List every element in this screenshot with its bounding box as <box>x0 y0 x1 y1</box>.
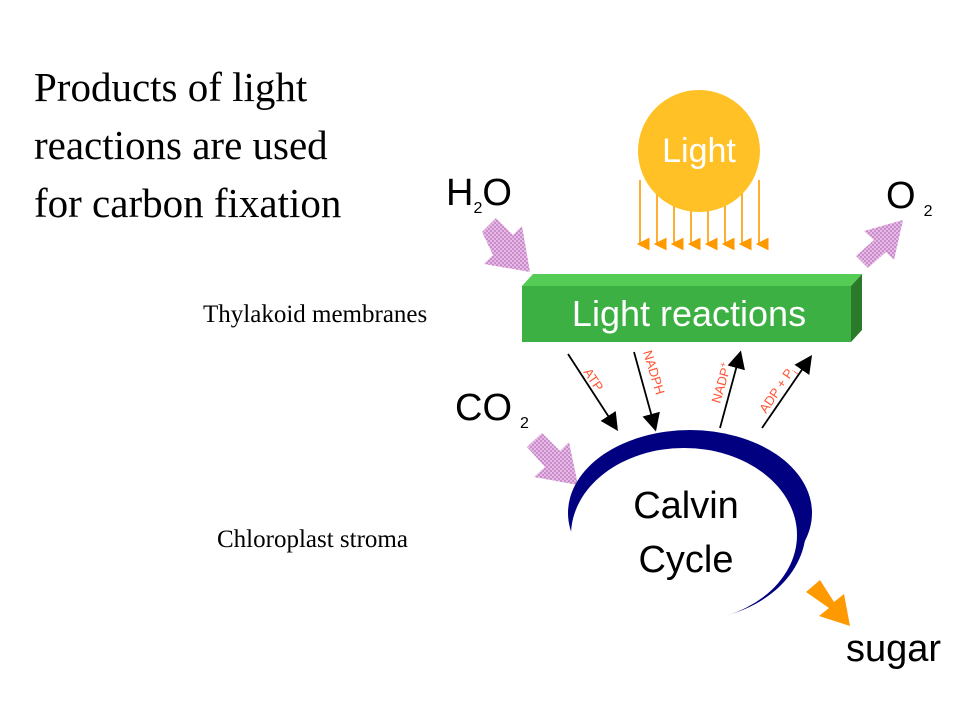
box-front <box>522 286 851 342</box>
calvin-label-line1: Calvin <box>633 485 739 527</box>
calvin-cycle-center <box>571 448 797 622</box>
atp-arrow <box>567 353 618 432</box>
thylakoid-membranes-label: Thylakoid membranes <box>203 301 428 328</box>
title-line-3: for carbon fixation <box>34 180 342 226</box>
box-side <box>851 274 862 342</box>
calvin-cycle: Calvin Cycle <box>568 430 812 622</box>
sugar-output: sugar <box>806 580 941 670</box>
adp-arrow <box>761 355 813 429</box>
water-input: H2O <box>446 172 530 272</box>
light-source: Light <box>636 90 769 251</box>
calvin-label-line2: Cycle <box>638 539 733 581</box>
title-line-2: reactions are used <box>34 122 328 168</box>
product-arrows: ATP NADPH NADP+ ADP + Pi <box>567 348 813 432</box>
carbon-dioxide-input-arrow <box>527 433 578 485</box>
light-label: Light <box>662 132 736 170</box>
nadph-arrow <box>633 351 660 432</box>
sun-icon <box>638 90 760 212</box>
water-input-arrow <box>482 218 530 272</box>
nadp-arrow <box>719 350 745 429</box>
title-line-1: Products of light <box>34 64 308 110</box>
water-label: H2O <box>446 172 512 217</box>
sugar-output-arrow <box>806 580 850 626</box>
nadp-label: NADP+ <box>708 361 735 405</box>
slide-title: Products of light reactions are used for… <box>34 58 414 232</box>
light-reactions-box: Light reactions <box>522 274 862 342</box>
adp-label: ADP + Pi <box>756 364 800 417</box>
sugar-label: sugar <box>846 628 941 670</box>
oxygen-output-arrow <box>856 220 903 268</box>
light-reactions-label: Light reactions <box>572 293 806 334</box>
chloroplast-stroma-label: Chloroplast stroma <box>217 526 408 553</box>
box-top <box>522 274 862 286</box>
